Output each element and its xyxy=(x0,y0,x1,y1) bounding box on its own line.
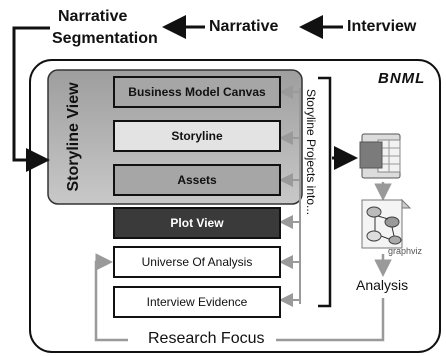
narrative-segmentation-label-1: Narrative xyxy=(58,8,128,25)
assets-box: Assets xyxy=(113,164,281,196)
narrative-segmentation-label-2: Segmentation xyxy=(52,30,158,47)
universe-of-analysis-box: Universe Of Analysis xyxy=(113,246,281,278)
analysis-label: Analysis xyxy=(356,277,409,293)
storyline-box: Storyline xyxy=(113,120,281,152)
graphviz-label: graphviz xyxy=(388,246,423,256)
research-focus-loop-left xyxy=(94,253,128,342)
plot-view-box: Plot View xyxy=(113,207,281,239)
projects-into-label: Storyline Projects into... xyxy=(304,88,318,216)
research-focus-loop-right xyxy=(276,298,385,342)
bnml-label: BNML xyxy=(378,70,426,87)
business-model-canvas-box: Business Model Canvas xyxy=(113,76,281,108)
interview-label: Interview xyxy=(347,18,417,35)
projection-bracket xyxy=(318,76,332,308)
excel-icon xyxy=(359,133,401,179)
storyline-view-label: Storyline View xyxy=(65,82,82,192)
graphviz-icon xyxy=(361,198,412,249)
narrative-label: Narrative xyxy=(209,18,279,35)
arrow-segmentation-to-storyline-view xyxy=(12,26,50,172)
research-focus-label: Research Focus xyxy=(144,330,269,348)
interview-evidence-box: Interview Evidence xyxy=(113,286,281,318)
